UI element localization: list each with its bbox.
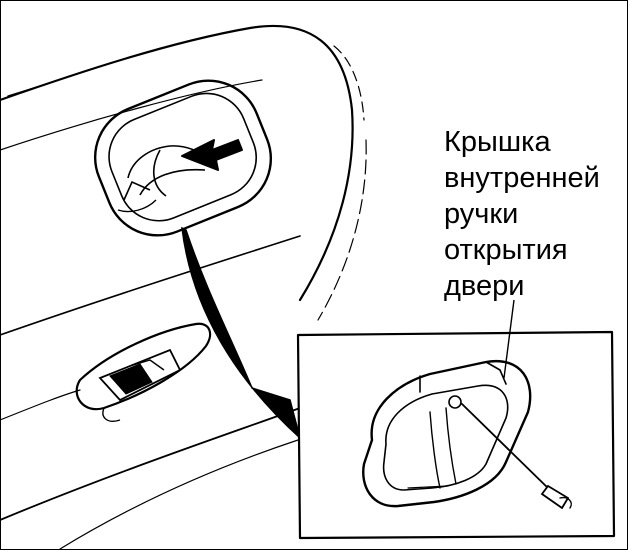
callout-label-line-2: внутренней [444, 162, 600, 194]
door-panel [0, 24, 367, 550]
screwdriver-icon [461, 403, 572, 510]
callout-label-line-3: ручки [444, 198, 519, 230]
callout-leader-line [503, 299, 515, 379]
handle-cover-bezel [362, 359, 532, 508]
window-switch [75, 322, 212, 422]
curved-pointer-arrow [181, 226, 302, 441]
inner-handle-recess [93, 79, 273, 237]
inner-handle-lever [123, 145, 213, 201]
direction-arrow-icon [181, 139, 243, 171]
handle-cover-callout-label: Крышка внутренней ручки открытия двери [444, 124, 600, 304]
detail-inset-frame [296, 330, 616, 540]
callout-label-line-5: двери [444, 270, 525, 302]
callout-label-line-4: открытия [444, 234, 568, 266]
callout-label-line-1: Крышка [444, 126, 551, 158]
